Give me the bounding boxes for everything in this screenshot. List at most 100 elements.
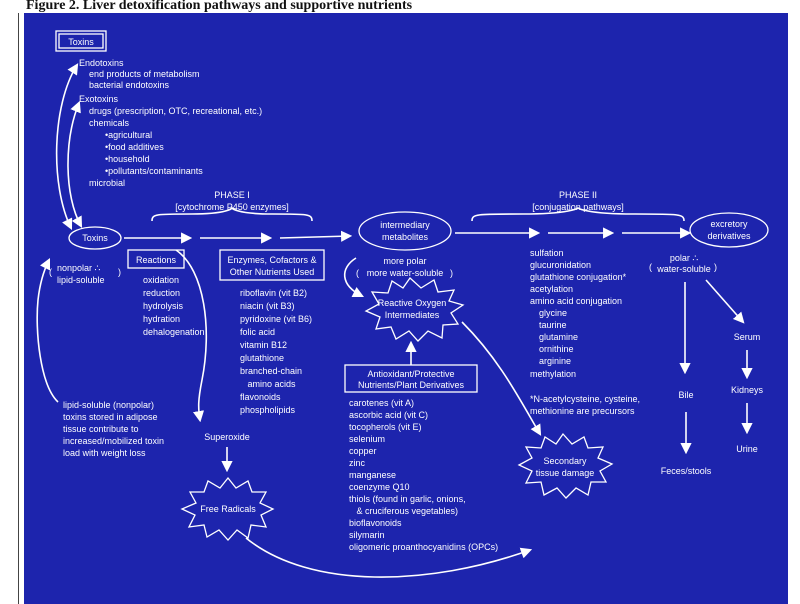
intermediary-note-1: more polar: [383, 256, 426, 266]
toxins-header-inner: [58, 33, 104, 49]
reaction-4: hydration: [143, 314, 180, 324]
phase1-brace: [151, 206, 313, 222]
polar-open-paren: (: [356, 268, 359, 278]
intermediary-note-2: more water-soluble: [367, 268, 444, 278]
adipose-note-5: load with weight loss: [63, 448, 146, 458]
excretory-derivatives-node: [689, 212, 769, 248]
phase2-item-2: glucuronidation: [530, 260, 591, 270]
toxins-header-box: [55, 30, 107, 52]
reaction-5: dehalogenation: [143, 327, 205, 337]
phase2-footnote-1: *N-acetylcysteine, cysteine,: [530, 394, 640, 404]
ros-starburst: [364, 277, 465, 342]
adipose-note-2: toxins stored in adipose: [63, 412, 158, 422]
antioxidant-3: tocopherols (vit E): [349, 422, 422, 432]
antioxidants-heading-2: Nutrients/Plant Derivatives: [358, 380, 465, 390]
toxins-header-label: Toxins: [68, 37, 94, 47]
antioxidant-5: copper: [349, 446, 377, 456]
antioxidant-9: thiols (found in garlic, onions,: [349, 494, 466, 504]
adipose-to-toxins-arrow: [36, 257, 59, 403]
antioxidant-12: silymarin: [349, 530, 385, 540]
ros-to-damage-arrow: [461, 321, 542, 436]
antioxidant-6: zinc: [349, 458, 366, 468]
antioxidant-10: & cruciferous vegetables): [349, 506, 458, 516]
nonpolar-text: nonpolar ∴: [57, 263, 100, 273]
amino-acid-5: arginine: [539, 356, 571, 366]
chemical-type-1: •agricultural: [105, 130, 152, 140]
polar-close-paren: ): [450, 268, 453, 278]
intermediary-metabolites-node: [358, 211, 452, 251]
antioxidant-13: oligomeric proanthocyanidins (OPCs): [349, 542, 498, 552]
bile-label: Bile: [678, 390, 693, 400]
chemical-type-4: •pollutants/contaminants: [105, 166, 203, 176]
antioxidant-8: coenzyme Q10: [349, 482, 410, 492]
exotoxins-heading: Exotoxins: [79, 94, 119, 104]
toxins-node-label: Toxins: [82, 233, 108, 243]
tissue-damage-line-1: Secondary: [543, 456, 587, 466]
to-serum-arrow: [705, 279, 745, 324]
ros-line-2: Intermediates: [385, 310, 440, 320]
figure-caption: Figure 2. Liver detoxification pathways …: [26, 0, 413, 13]
excretory-note-1: polar ∴: [670, 253, 698, 263]
exotoxin-microbial: microbial: [89, 178, 125, 188]
endotoxin-item-1: end products of metabolism: [89, 69, 200, 79]
lipid-soluble-text: lipid-soluble: [57, 275, 105, 285]
amino-acid-4: ornithine: [539, 344, 574, 354]
enzyme-item-9: flavonoids: [240, 392, 281, 402]
excretory-line-1: excretory: [710, 219, 748, 229]
phase2-footnote-2: methionine are precursors: [530, 406, 635, 416]
tissue-damage-starburst: [517, 432, 614, 499]
endotoxin-link-arrow: [55, 63, 79, 231]
reaction-2: reduction: [143, 288, 180, 298]
antioxidant-11: bioflavonoids: [349, 518, 402, 528]
antioxidant-4: selenium: [349, 434, 385, 444]
enzymes-heading-1: Enzymes, Cofactors &: [227, 255, 316, 265]
ros-line-1: Reactive Oxygen: [378, 298, 447, 308]
free-radicals-starburst: [180, 476, 275, 541]
adipose-note-3: tissue contribute to: [63, 424, 139, 434]
exotoxin-link-arrow: [67, 100, 83, 228]
exotoxin-chemicals: chemicals: [89, 118, 130, 128]
excretory-note-2: water-soluble: [656, 264, 711, 274]
left-frame-line: [18, 13, 19, 604]
free-radicals-label: Free Radicals: [200, 504, 256, 514]
serum-label: Serum: [734, 332, 761, 342]
phase2-title: PHASE II: [559, 190, 597, 200]
intermediary-line-1: intermediary: [380, 220, 430, 230]
chemical-type-2: •food additives: [105, 142, 164, 152]
enzyme-item-8: amino acids: [240, 379, 296, 389]
enzyme-item-10: phospholipids: [240, 405, 296, 415]
enzyme-item-5: vitamin B12: [240, 340, 287, 350]
phase1-title: PHASE I: [214, 190, 250, 200]
enzyme-item-7: branched-chain: [240, 366, 302, 376]
phase2-item-4: acetylation: [530, 284, 573, 294]
exotoxin-drugs: drugs (prescription, OTC, recreational, …: [89, 106, 262, 116]
toxins-node: [68, 226, 122, 250]
reactions-box: [127, 249, 185, 269]
diagram-panel: [24, 13, 788, 604]
urine-label: Urine: [736, 444, 758, 454]
phase2-item-5: amino acid conjugation: [530, 296, 622, 306]
antioxidant-7: manganese: [349, 470, 396, 480]
chemical-type-3: •household: [105, 154, 150, 164]
intermediary-line-2: metabolites: [382, 232, 429, 242]
feces-label: Feces/stools: [661, 466, 712, 476]
amino-acid-1: glycine: [539, 308, 567, 318]
phase2-methylation: methylation: [530, 369, 576, 379]
enzyme-item-3: pyridoxine (vit B6): [240, 314, 312, 324]
enzyme-item-6: glutathione: [240, 353, 284, 363]
amino-acid-2: taurine: [539, 320, 567, 330]
amino-acid-3: glutamine: [539, 332, 578, 342]
antioxidant-2: ascorbic acid (vit C): [349, 410, 428, 420]
phase2-item-1: sulfation: [530, 248, 564, 258]
intermediary-to-ros-arrow: [343, 257, 365, 298]
excretory-line-2: derivatives: [707, 231, 751, 241]
nonpolar-open-paren: (: [49, 267, 52, 277]
water-open-paren: (: [649, 262, 652, 272]
enzyme-item-1: riboflavin (vit B2): [240, 288, 307, 298]
endotoxin-item-2: bacterial endotoxins: [89, 80, 170, 90]
antioxidant-1: carotenes (vit A): [349, 398, 414, 408]
tissue-damage-line-2: tissue damage: [536, 468, 595, 478]
adipose-note-1: lipid-soluble (nonpolar): [63, 400, 154, 410]
adipose-note-4: increased/mobilized toxin: [63, 436, 164, 446]
